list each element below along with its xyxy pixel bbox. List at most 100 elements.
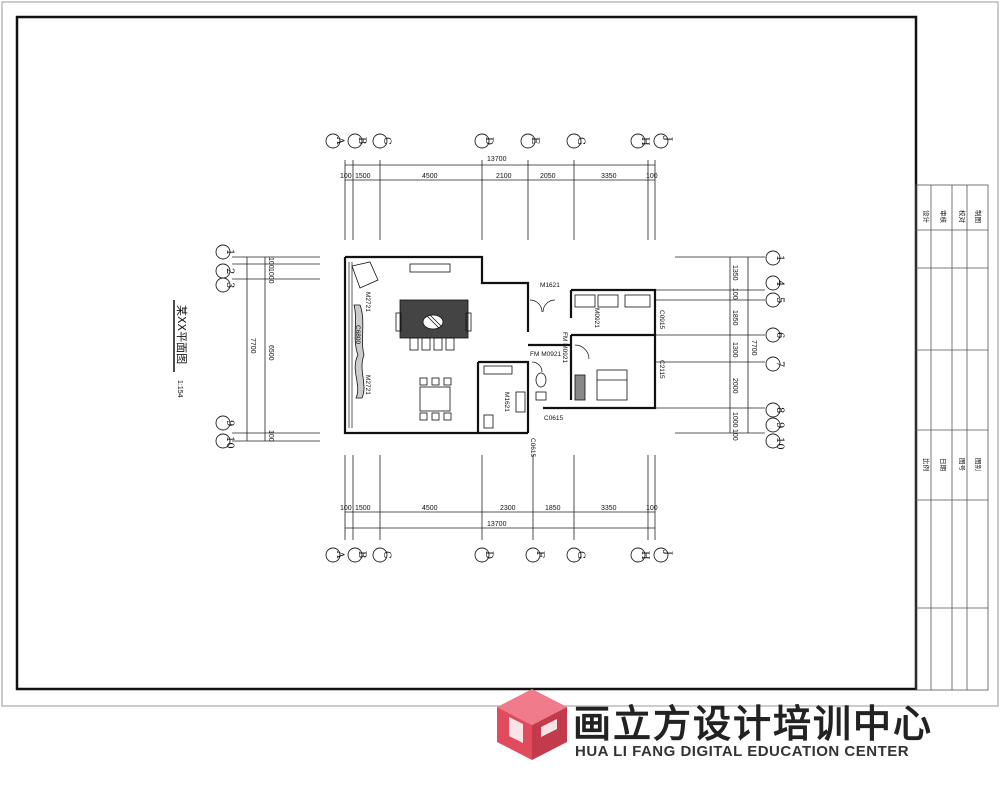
bottom-dim-3: 4500 xyxy=(422,505,438,512)
logo-english-text: HUA LI FANG DIGITAL EDUCATION CENTER xyxy=(575,743,910,760)
right-axis-1: 1 xyxy=(774,255,785,261)
bathroom-fixtures xyxy=(535,372,547,401)
right-axis-6: 6 xyxy=(774,332,785,338)
top-axis-h: H xyxy=(639,137,650,146)
right-dims: 1350 100 1850 7700 1300 2000 1000 100 xyxy=(731,265,757,441)
tb-cell-6: 日期 xyxy=(939,458,947,472)
room-labels: M1621 M2721 M2721 C6800 FM M0921 FM M092… xyxy=(354,282,665,458)
top-dim-4: 2100 xyxy=(496,173,512,180)
bottom-axis-h: H xyxy=(639,551,650,560)
top-dim-5: 2050 xyxy=(540,173,556,180)
top-dims: 100 1500 4500 2100 2050 3350 100 xyxy=(340,173,658,180)
plan-title-text: 某XX平面图 xyxy=(175,305,188,364)
right-dim-2: 100 xyxy=(731,288,738,300)
label-c0615: C0615 xyxy=(544,415,564,422)
bottom-dim-6: 3350 xyxy=(601,505,617,512)
bedroom-furniture xyxy=(574,294,651,401)
dining-table xyxy=(419,377,452,421)
outer-frame xyxy=(1,1,999,707)
right-dim-3: 1850 xyxy=(731,310,738,326)
tb-cell-1: 设计 xyxy=(922,210,931,224)
top-axis-bubbles xyxy=(325,133,669,149)
top-dim-1: 100 xyxy=(340,173,352,180)
top-axis-c: C xyxy=(381,137,392,145)
grid-lines-left xyxy=(232,256,320,442)
label-c2115: C2115 xyxy=(658,360,665,379)
top-axis-b: B xyxy=(356,137,367,144)
bottom-axis-g: G xyxy=(575,551,586,559)
top-axis-e: E xyxy=(529,137,540,144)
grid-lines-vertical xyxy=(344,160,656,540)
bottom-dim-4: 2300 xyxy=(500,505,516,512)
tb-cell-5: 比例 xyxy=(922,458,931,471)
logo: 画立方设计培训中心 HUA LI FANG DIGITAL EDUCATION … xyxy=(495,687,965,767)
right-dim-4: 7700 xyxy=(750,340,757,356)
tb-cell-4: 制图 xyxy=(974,210,983,223)
label-m2721-b: M2721 xyxy=(364,375,371,395)
left-axis-3: 3 xyxy=(224,282,235,288)
right-axis-bubbles xyxy=(765,250,781,449)
bottom-axis-j: J xyxy=(662,550,673,555)
tb-cell-3: 校对 xyxy=(958,210,967,224)
label-m0921: M0921 xyxy=(593,308,600,328)
label-m2721-a: M2721 xyxy=(364,292,371,312)
label-c0615-b: C0615 xyxy=(529,438,536,458)
left-axis-9: 9 xyxy=(224,420,235,426)
top-axis-g: G xyxy=(575,137,586,145)
label-m1621: M1621 xyxy=(540,282,560,289)
left-axis-numbers: 1 2 3 9 10 xyxy=(224,249,235,449)
right-axis-10: 10 xyxy=(774,437,785,450)
bottom-dim-7: 100 xyxy=(646,505,658,512)
left-axis-10: 10 xyxy=(224,436,235,449)
bottom-axis-f: F xyxy=(534,551,545,558)
bottom-axis-bubbles xyxy=(325,547,669,563)
title-block-text: 设计 审核 校对 制图 比例 日期 图号 图别 xyxy=(922,210,983,472)
right-axis-8: 8 xyxy=(774,407,785,413)
right-dim-8: 100 xyxy=(731,429,738,441)
right-axis-9: 9 xyxy=(774,422,785,428)
top-dimension-chain xyxy=(345,164,655,181)
left-sofa xyxy=(353,304,365,399)
inner-frame xyxy=(15,15,918,691)
top-axis-a: A xyxy=(334,136,345,145)
tb-cell-8: 图别 xyxy=(974,458,983,471)
bottom-axis-b: B xyxy=(356,551,367,558)
left-dim-2: 1000 xyxy=(267,268,274,284)
top-overall-dim: 13700 xyxy=(487,156,507,163)
logo-chinese-text: 画立方设计培训中心 xyxy=(573,702,934,746)
right-axis-7: 7 xyxy=(774,361,785,367)
bottom-dim-5: 1850 xyxy=(545,505,561,512)
bottom-dim-2: 1500 xyxy=(355,505,371,512)
top-dim-2: 1500 xyxy=(355,173,371,180)
bottom-axis-a: A xyxy=(334,550,345,559)
left-dim-1: 100 xyxy=(267,257,274,269)
left-dims: 100 1000 7700 6500 100 xyxy=(249,257,274,442)
right-dim-5: 1300 xyxy=(731,342,738,358)
title-block xyxy=(915,184,989,691)
right-axis-4: 4 xyxy=(774,280,785,286)
bottom-axis-d: D xyxy=(483,551,494,559)
bottom-dims: 100 1500 4500 2300 1850 3350 100 xyxy=(340,505,658,512)
bottom-dimension-chain xyxy=(345,511,655,529)
top-dim-7: 100 xyxy=(646,173,658,180)
living-room-furniture xyxy=(351,261,472,351)
right-dim-1: 1350 xyxy=(731,265,738,281)
right-dim-7: 1000 xyxy=(731,412,738,428)
label-fm0921-b: FM M0921 xyxy=(530,351,561,358)
building-walls xyxy=(343,255,657,435)
left-axis-2: 2 xyxy=(224,268,235,274)
right-axis-numbers: 1 4 5 6 7 8 9 10 xyxy=(774,255,785,450)
kitchen-fixtures xyxy=(483,365,526,429)
left-axis-1: 1 xyxy=(224,249,235,255)
plan-title: 某XX平面图 1:154 xyxy=(173,300,188,398)
top-axis-letters: A B C D E G H J xyxy=(334,136,673,146)
left-dim-3: 7700 xyxy=(249,338,256,354)
label-c6800: C6800 xyxy=(354,325,361,345)
plan-scale-text: 1:154 xyxy=(176,380,183,398)
left-dim-4: 6500 xyxy=(267,345,274,361)
top-axis-d: D xyxy=(483,137,494,145)
doors xyxy=(529,299,590,373)
tb-cell-2: 审核 xyxy=(939,210,948,224)
cube-logo-icon xyxy=(497,689,567,760)
